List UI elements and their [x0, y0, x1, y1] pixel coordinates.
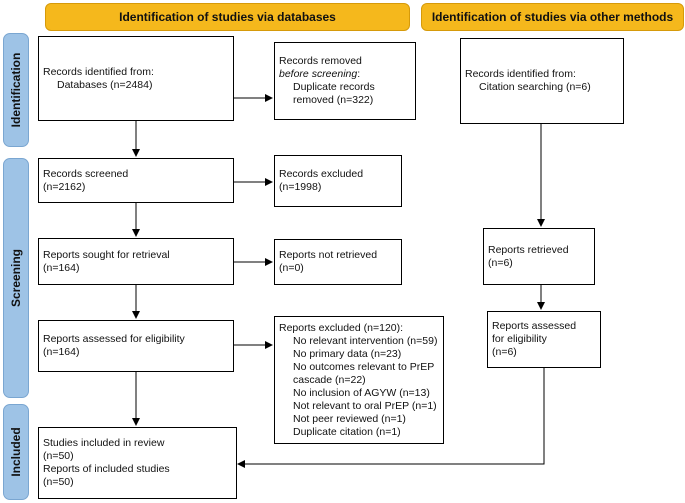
sought-line-2: (n=164): [43, 261, 80, 274]
removed-line-4: removed (n=322): [293, 94, 374, 106]
identified-line-2: Databases (n=2484): [57, 78, 153, 91]
banner-other-label: Identification of studies via other meth…: [431, 10, 674, 24]
other-identified-line-2: Citation searching (n=6): [479, 81, 591, 93]
other-assessed-line-1: Reports assessed: [492, 320, 577, 332]
identified-line-1: Records identified from:: [43, 65, 154, 78]
phase-identification: Identification: [3, 33, 29, 147]
assessed-line-1: Reports assessed for eligibility: [43, 333, 185, 345]
other-identified-line-1: Records identified from:: [465, 68, 576, 80]
removed-line-2-colon: :: [357, 68, 361, 80]
reports-excluded-item: No inclusion of AGYW (n=13): [293, 386, 430, 399]
other-assessed-line-3: (n=6): [492, 346, 517, 358]
sought-line-1: Reports sought for retrieval: [43, 248, 170, 261]
included-line-2: (n=50): [43, 450, 74, 462]
reports-excluded-item: Not relevant to oral PrEP (n=1): [293, 399, 437, 412]
excluded-line-1: Records excluded: [279, 168, 364, 180]
assessed-line-2: (n=164): [43, 346, 80, 358]
included-line-1: Studies included in review: [43, 437, 165, 449]
reports-excluded-item: Not peer reviewed (n=1): [293, 412, 406, 425]
not-retrieved-line-2: (n=0): [279, 262, 304, 274]
reports-excluded-item: No relevant intervention (n=59): [293, 334, 438, 347]
removed-line-2-italic: before screening: [279, 68, 358, 80]
included-line-3: Reports of included studies: [43, 463, 170, 475]
box-records-screened: Records screened (n=2162): [38, 158, 234, 203]
reports-excluded-item: No primary data (n=23): [293, 347, 402, 360]
box-records-excluded: Records excluded (n=1998): [274, 155, 402, 207]
reports-excluded-item: Duplicate citation (n=1): [293, 425, 401, 438]
screened-line-1: Records screened: [43, 167, 129, 180]
phase-included: Included: [3, 404, 29, 500]
box-records-removed: Records removed before screening: Duplic…: [274, 42, 416, 120]
phase-screening: Screening: [3, 158, 29, 398]
banner-other-methods: Identification of studies via other meth…: [421, 3, 684, 31]
box-other-reports-retrieved: Reports retrieved (n=6): [483, 228, 595, 285]
reports-excluded-item: cascade (n=22): [293, 373, 366, 386]
box-other-records-identified: Records identified from: Citation search…: [460, 38, 624, 124]
box-studies-included: Studies included in review (n=50) Report…: [38, 427, 237, 499]
removed-line-3: Duplicate records: [293, 81, 375, 93]
reports-excluded-item: No outcomes relevant to PrEP: [293, 360, 435, 373]
banner-databases: Identification of studies via databases: [45, 3, 410, 31]
excluded-line-2: (n=1998): [279, 181, 322, 193]
not-retrieved-line-1: Reports not retrieved: [279, 249, 378, 261]
other-retrieved-line-2: (n=6): [488, 256, 513, 269]
screened-line-2: (n=2162): [43, 180, 86, 193]
box-reports-excluded: Reports excluded (n=120): No relevant in…: [274, 316, 444, 444]
box-reports-sought: Reports sought for retrieval (n=164): [38, 238, 234, 285]
box-records-identified: Records identified from: Databases (n=24…: [38, 36, 234, 121]
other-assessed-line-2: for eligibility: [492, 333, 547, 345]
reports-excluded-title: Reports excluded (n=120):: [279, 321, 404, 334]
removed-line-2: before screening:: [279, 68, 411, 81]
box-reports-not-retrieved: Reports not retrieved (n=0): [274, 239, 402, 285]
arrow-other-assessed-to-included: [237, 368, 545, 468]
banner-databases-label: Identification of studies via databases: [119, 10, 336, 24]
box-reports-assessed: Reports assessed for eligibility (n=164): [38, 320, 234, 372]
box-other-reports-assessed: Reports assessed for eligibility (n=6): [487, 311, 601, 368]
removed-line-1: Records removed: [279, 55, 362, 67]
other-retrieved-line-1: Reports retrieved: [488, 243, 569, 256]
included-line-4: (n=50): [43, 476, 74, 488]
